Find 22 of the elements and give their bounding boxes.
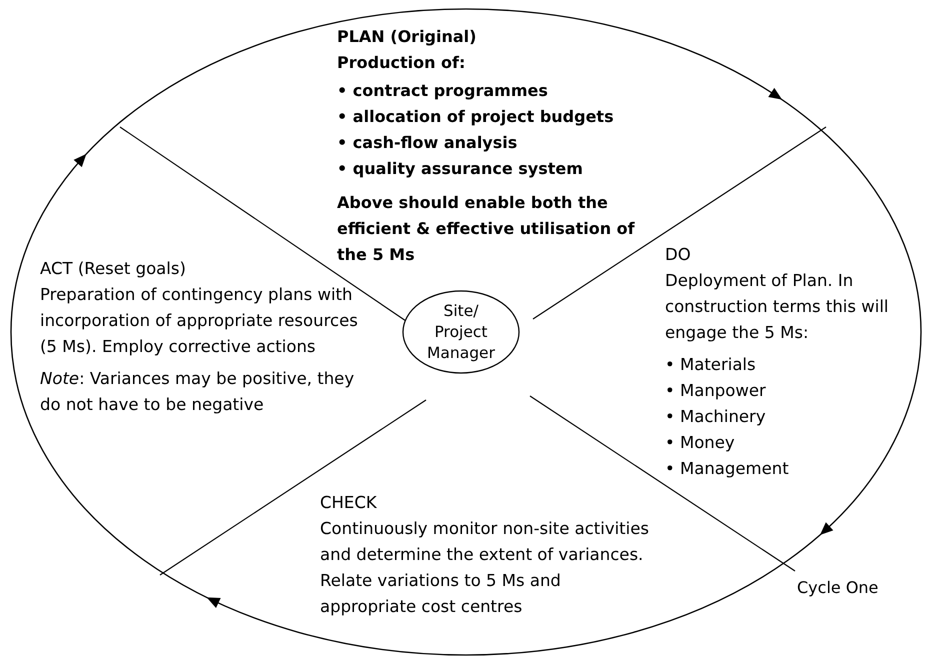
description: Continuously monitor non-site activities and determine the extent of variances. Relate variations to 5 Ms and appropriate cost centres	[320, 518, 650, 618]
bullet-item: • quality assurance system	[337, 158, 584, 180]
heading: PLAN (Original)	[337, 26, 478, 48]
bullet-item: • cash-flow analysis	[337, 132, 518, 154]
bullet-item: • Machinery	[665, 406, 767, 428]
bullet-item: • Manpower	[665, 380, 767, 402]
cycle-label: Cycle One	[797, 578, 878, 597]
bullet-item: • contract programmes	[337, 80, 549, 102]
heading: CHECK	[320, 492, 378, 514]
heading: ACT (Reset goals)	[40, 258, 187, 280]
description: Preparation of contingency plans with incorporation of appropriate resources (5 Ms). Employ corrective actions	[40, 284, 359, 358]
bullet-item: • Materials	[665, 354, 757, 376]
description: Production of:	[337, 52, 466, 74]
bullet-item: • allocation of project budgets	[337, 106, 615, 128]
description: Note: Variances may be positive, they do not have to be negative	[40, 368, 356, 416]
bullet-item: • Money	[665, 432, 736, 454]
manager-ellipse	[402, 290, 520, 374]
heading: DO	[665, 244, 692, 266]
bullet-item: • Management	[665, 458, 790, 480]
description: Deployment of Plan. In construction terms this will engage the 5 Ms:	[665, 270, 890, 344]
node-label: Site/ Project Manager	[426, 300, 496, 364]
description: Above should enable both the efficient & effective utilisation of the 5 Ms	[337, 192, 636, 266]
